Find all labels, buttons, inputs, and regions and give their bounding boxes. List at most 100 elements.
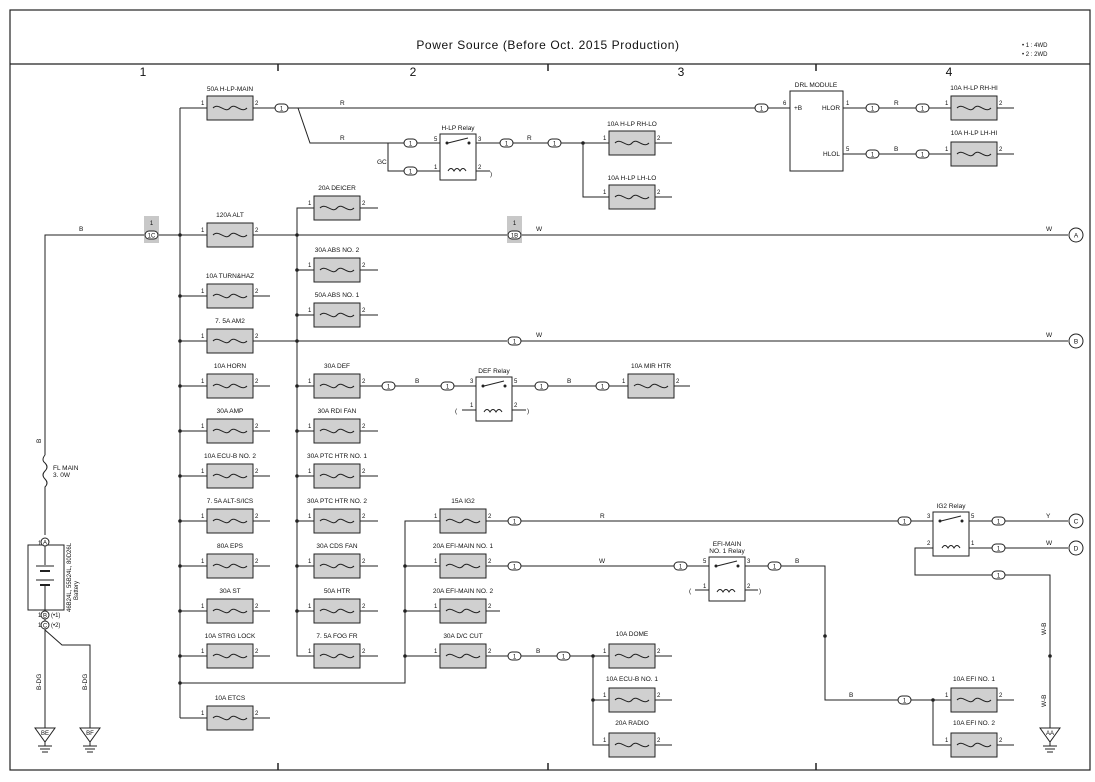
- svg-text:5: 5: [971, 514, 975, 520]
- svg-text:10A H-LP RH-LO: 10A H-LP RH-LO: [607, 121, 657, 128]
- connector-pill: 1: [499, 138, 514, 148]
- svg-text:1: 1: [308, 263, 312, 269]
- svg-text:1: 1: [871, 107, 875, 113]
- fuse-amp: 30A AMP: [206, 408, 254, 444]
- fuse-efi-2: 10A EFI NO. 2: [950, 720, 998, 758]
- ground-aa: AA: [1039, 727, 1061, 753]
- svg-text:DRL MODULE: DRL MODULE: [795, 82, 838, 89]
- fuse-dc-cut: 30A D/C CUT: [439, 633, 487, 669]
- svg-text:): ): [527, 408, 529, 415]
- svg-text:1: 1: [308, 308, 312, 314]
- diagram-title: Power Source (Before Oct. 2015 Productio…: [416, 38, 679, 52]
- svg-text:H-LP Relay: H-LP Relay: [441, 125, 475, 132]
- svg-text:GC: GC: [377, 159, 387, 166]
- svg-text:50A ABS NO. 1: 50A ABS NO. 1: [315, 292, 360, 299]
- connector-pill: 1: [507, 561, 522, 571]
- svg-text:1: 1: [945, 101, 949, 107]
- svg-text:1: 1: [997, 520, 1001, 526]
- svg-text:2: 2: [255, 228, 259, 234]
- fuse-ig2: 15A IG2: [439, 498, 487, 534]
- fuse-hlp-lh-lo: 10A H-LP LH-LO: [608, 175, 656, 210]
- offpage-b: B: [1068, 333, 1084, 349]
- connector-pill: 1: [547, 138, 562, 148]
- connector-pill: 1: [915, 103, 930, 113]
- connector-pill: 1: [915, 149, 930, 159]
- fuse-hlp-rh-lo: 10A H-LP RH-LO: [607, 121, 657, 156]
- ground-be: BE: [34, 727, 56, 753]
- svg-text:B: B: [536, 648, 540, 655]
- svg-text:5: 5: [703, 559, 707, 565]
- svg-text:1: 1: [201, 711, 205, 717]
- offpage-a: A: [1068, 227, 1084, 243]
- svg-text:7. 5A AM2: 7. 5A AM2: [215, 318, 245, 325]
- connector-pill: 1: [403, 166, 418, 176]
- svg-text:EFI-MAIN: EFI-MAIN: [713, 541, 742, 548]
- connector-pill: 1: [507, 336, 522, 346]
- svg-text:1: 1: [201, 289, 205, 295]
- svg-text:3: 3: [470, 379, 474, 385]
- svg-text:2: 2: [999, 101, 1003, 107]
- svg-text:1: 1: [308, 604, 312, 610]
- svg-text:2: 2: [488, 514, 492, 520]
- svg-text:1: 1: [513, 221, 517, 227]
- svg-text:W: W: [1046, 540, 1053, 547]
- svg-text:1: 1: [601, 385, 605, 391]
- svg-text:2: 2: [676, 379, 680, 385]
- fuse-alt: 120A ALT: [206, 212, 254, 248]
- svg-text:5: 5: [846, 147, 850, 153]
- svg-text:1: 1: [971, 541, 975, 547]
- svg-text:1: 1: [434, 649, 438, 655]
- svg-text:1: 1: [150, 221, 154, 227]
- fuse-etcs: 10A ETCS: [206, 695, 254, 731]
- svg-text:1: 1: [773, 565, 777, 571]
- svg-text:1: 1: [760, 107, 764, 113]
- svg-text:1: 1: [201, 559, 205, 565]
- svg-text:1: 1: [903, 520, 907, 526]
- svg-text:1: 1: [409, 170, 413, 176]
- svg-text:2: 2: [362, 604, 366, 610]
- svg-text:7. 5A ALT-S/ICS: 7. 5A ALT-S/ICS: [207, 498, 254, 505]
- svg-text:1: 1: [679, 565, 683, 571]
- svg-text:2: 2: [362, 469, 366, 475]
- svg-text:Battery: Battery: [74, 581, 80, 600]
- svg-text:10A EFI NO. 1: 10A EFI NO. 1: [953, 676, 995, 683]
- svg-text:1: 1: [387, 385, 391, 391]
- fuse-hlp-lh-hi: 10A H-LP LH-HI: [950, 130, 998, 167]
- svg-text:20A RADIO: 20A RADIO: [615, 720, 649, 727]
- diagram-frame: [9, 9, 1091, 771]
- svg-text:2: 2: [255, 289, 259, 295]
- svg-text:2: 2: [362, 649, 366, 655]
- svg-text:30A CDS FAN: 30A CDS FAN: [316, 543, 357, 550]
- svg-text:1: 1: [997, 547, 1001, 553]
- svg-text:30A ST: 30A ST: [219, 588, 240, 595]
- svg-text:2: 2: [255, 711, 259, 717]
- svg-text:W: W: [599, 558, 606, 565]
- svg-text:3: 3: [927, 514, 931, 520]
- svg-text:1: 1: [308, 379, 312, 385]
- svg-text:(: (: [455, 408, 458, 415]
- svg-text:1: 1: [945, 147, 949, 153]
- svg-text:10A H-LP RH-HI: 10A H-LP RH-HI: [950, 85, 998, 92]
- svg-text:C: C: [1074, 519, 1079, 526]
- fuse-dome: 10A DOME: [608, 631, 656, 669]
- svg-text:5: 5: [514, 379, 518, 385]
- svg-text:1: 1: [201, 469, 205, 475]
- fuse-efi-main-2: 20A EFI-MAIN NO. 2: [433, 588, 494, 624]
- svg-text:B: B: [1074, 339, 1078, 346]
- fuse-ptc-htr-2: 30A PTC HTR NO. 2: [307, 498, 367, 534]
- zone-label-4: 4: [946, 65, 953, 79]
- svg-text:30A D/C CUT: 30A D/C CUT: [443, 633, 482, 640]
- junction-dots: [178, 141, 1052, 702]
- svg-text:2: 2: [255, 559, 259, 565]
- ground-bf: BF: [79, 727, 101, 753]
- svg-text:1: 1: [603, 190, 607, 196]
- svg-text:50A HTR: 50A HTR: [324, 588, 351, 595]
- svg-text:AA: AA: [1046, 731, 1054, 737]
- svg-text:1: 1: [308, 514, 312, 520]
- svg-text:1: 1: [308, 201, 312, 207]
- connector-pill: 1: [274, 103, 289, 113]
- svg-text:Y: Y: [1046, 513, 1051, 520]
